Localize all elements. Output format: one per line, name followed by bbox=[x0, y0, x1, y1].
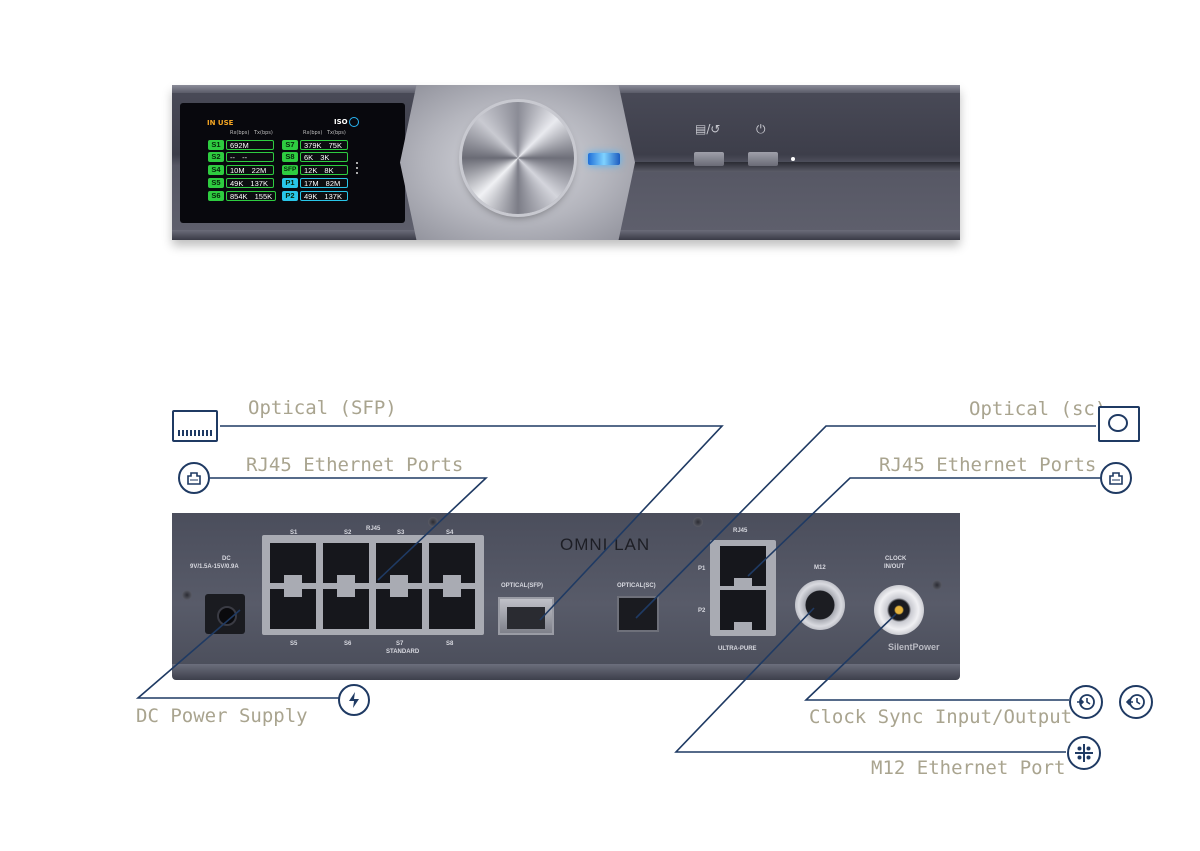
clock-in-icon bbox=[1069, 685, 1103, 719]
sc-port[interactable] bbox=[617, 596, 659, 632]
p1-label: P1 bbox=[698, 566, 706, 572]
port-label-s8: S8 bbox=[282, 152, 298, 162]
p2-label: P2 bbox=[698, 608, 706, 614]
dc-jack-pin bbox=[217, 606, 237, 626]
standard-label: STANDARD bbox=[386, 649, 420, 655]
iso-label: ISO bbox=[334, 118, 348, 126]
screw bbox=[693, 517, 703, 527]
port-s5-label: S5 bbox=[290, 641, 298, 647]
port-label-p1: P1 bbox=[282, 178, 298, 188]
rj45-port-s2[interactable] bbox=[323, 543, 369, 583]
front-display bbox=[180, 103, 405, 223]
power-button[interactable] bbox=[748, 152, 778, 166]
dc-label: DC bbox=[222, 556, 231, 562]
status-label: IN USE bbox=[207, 119, 234, 127]
callout-clock-sync: Clock Sync Input/Output bbox=[809, 706, 1073, 728]
optical-sfp-label: OPTICAL(SFP) bbox=[501, 583, 543, 589]
port-value-sfp: 12K 8K bbox=[300, 165, 348, 175]
line-optical-sc bbox=[635, 425, 1096, 619]
rj45-port-s1[interactable] bbox=[270, 543, 316, 583]
port-s3-label: S3 bbox=[397, 530, 405, 536]
col-header-tx-left: Tx(bps) bbox=[254, 130, 273, 136]
sfp-slot bbox=[507, 607, 545, 629]
col-header-rx-right: Rx(bps) bbox=[303, 130, 323, 136]
sfp-icon bbox=[172, 410, 218, 442]
callout-rj45-right: RJ45 Ethernet Ports bbox=[879, 454, 1097, 476]
line-rj45-left bbox=[210, 477, 489, 581]
m12-connector[interactable] bbox=[795, 580, 845, 630]
port-s4-label: S4 bbox=[446, 530, 454, 536]
port-label-s6: S6 bbox=[208, 191, 224, 201]
rj45-port-s4[interactable] bbox=[429, 543, 475, 583]
port-value-s4: 10M 22M bbox=[226, 165, 274, 175]
display-back-button[interactable] bbox=[694, 152, 724, 166]
rj45-label: RJ45 bbox=[366, 526, 381, 532]
col-header-tx-right: Tx(bps) bbox=[327, 130, 346, 136]
rj45-icon bbox=[178, 462, 210, 494]
port-value-s5: 49K 137K bbox=[226, 178, 274, 188]
port-s1-label: S1 bbox=[290, 530, 298, 536]
screw bbox=[932, 580, 942, 590]
screen-page-dots bbox=[356, 162, 358, 176]
optical-sc-label: OPTICAL(SC) bbox=[617, 583, 656, 589]
line-optical-sfp bbox=[220, 425, 724, 621]
port-s2-label: S2 bbox=[344, 530, 352, 536]
port-s8-label: S8 bbox=[446, 641, 454, 647]
callout-m12-port: M12 Ethernet Port bbox=[871, 757, 1066, 779]
line-dc bbox=[135, 609, 339, 699]
volume-knob[interactable] bbox=[462, 102, 574, 214]
clock-label: CLOCK bbox=[885, 556, 907, 562]
rj45-port-s3[interactable] bbox=[376, 543, 422, 583]
rj45-icon-right bbox=[1100, 462, 1132, 494]
port-label-s4: S4 bbox=[208, 165, 224, 175]
port-value-s2: -- -- bbox=[226, 152, 274, 162]
port-value-s8: 6K 3K bbox=[300, 152, 348, 162]
silentpower-logo: SilentPower bbox=[888, 642, 940, 652]
brand-logo: OMNI LAN bbox=[560, 535, 651, 554]
port-label-s1: S1 bbox=[208, 140, 224, 150]
display-back-icon: ▤/↺ bbox=[695, 122, 721, 136]
ultra-pure-label: ULTRA-PURE bbox=[718, 646, 757, 652]
port-value-s7: 379K 75K bbox=[300, 140, 348, 150]
front-groove bbox=[620, 162, 960, 172]
port-s6-label: S6 bbox=[344, 641, 352, 647]
power-indicator bbox=[791, 157, 795, 161]
port-label-s2: S2 bbox=[208, 152, 224, 162]
callout-optical-sc: Optical (sc) bbox=[969, 398, 1107, 420]
line-clock bbox=[804, 613, 1069, 701]
port-label-sfp: SFP bbox=[282, 165, 298, 175]
dc-spec: 9V/1.5A-15V/0.9A bbox=[190, 564, 239, 570]
callout-rj45-left: RJ45 Ethernet Ports bbox=[246, 454, 464, 476]
port-label-s5: S5 bbox=[208, 178, 224, 188]
iso-clock-icon bbox=[349, 117, 359, 127]
clock-out-icon bbox=[1119, 685, 1153, 719]
port-value-p1: 17M 82M bbox=[300, 178, 348, 188]
rj45-ultra-pure-block bbox=[710, 540, 776, 636]
line-rj45-right bbox=[747, 477, 1100, 577]
port-s7-label: S7 bbox=[396, 641, 404, 647]
port-label-p2: P2 bbox=[282, 191, 298, 201]
callout-dc-power: DC Power Supply bbox=[136, 705, 308, 727]
col-header-rx-left: Rx(bps) bbox=[230, 130, 250, 136]
port-label-s7: S7 bbox=[282, 140, 298, 150]
clock-io-label: IN/OUT bbox=[884, 564, 905, 570]
port-value-p2: 49K 137K bbox=[300, 191, 348, 201]
rear-bottom-edge bbox=[172, 664, 960, 680]
callout-optical-sfp: Optical (SFP) bbox=[248, 397, 397, 419]
screw bbox=[428, 517, 438, 527]
sc-icon bbox=[1098, 406, 1140, 442]
power-icon bbox=[338, 684, 370, 716]
status-led bbox=[588, 153, 620, 165]
m12-icon bbox=[1067, 736, 1101, 770]
rj45-right-label: RJ45 bbox=[733, 528, 748, 534]
screw bbox=[182, 590, 192, 600]
m12-label: M12 bbox=[814, 565, 826, 571]
line-m12 bbox=[674, 607, 1066, 753]
rj45-standard-block bbox=[262, 535, 484, 635]
power-symbol-icon: ⏻ bbox=[756, 122, 766, 136]
rj45-port-p2[interactable] bbox=[720, 590, 766, 630]
port-value-s6: 854K 155K bbox=[226, 191, 276, 201]
